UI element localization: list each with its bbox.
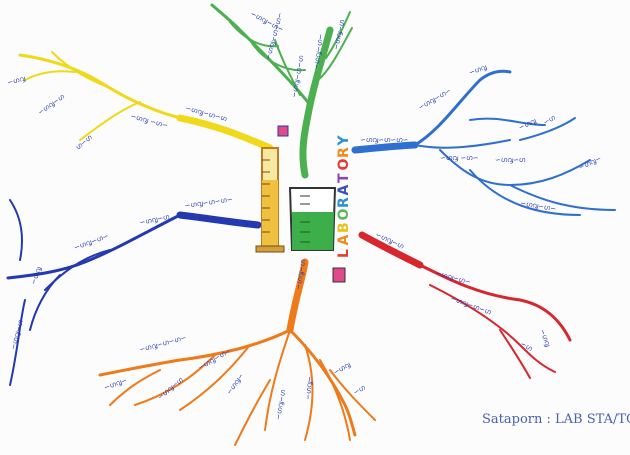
svg-text:∽ഗ൮: ∽ഗ൮ <box>538 328 552 348</box>
svg-text:∽ഗ൮: ∽ഗ൮ <box>6 74 26 86</box>
branch-orange-text: ∽ഗ൮∽ഗ ∽ഗ൮∽ഗ∽ഗ∽ ∽ഗ൮∽ഗ∽ ∽ഗ൮∽ഗ ∽ഗ൮∽ ∽ഗ൮∽ഗ ∽… <box>103 259 367 421</box>
svg-text:∽ഗ൮∽: ∽ഗ൮∽ <box>225 372 245 396</box>
svg-text:∽ഗ൮∽ഗ∽: ∽ഗ൮∽ഗ∽ <box>197 347 232 372</box>
center-title-letter: B <box>336 222 352 233</box>
svg-text:∽ഗ: ∽ഗ <box>352 383 367 396</box>
svg-text:∽ഗ: ∽ഗ <box>542 113 557 126</box>
center-title-letter: O <box>336 209 352 221</box>
svg-text:ഗ∽ഗ: ഗ∽ഗ <box>74 133 94 151</box>
svg-text:∽ഗ൮: ∽ഗ൮ <box>517 117 537 132</box>
author-signature: Sataporn : LAB STA/TG. <box>482 412 630 427</box>
svg-text:∽ഗ൮∽ഗ: ∽ഗ൮∽ഗ <box>9 319 25 351</box>
test-tube-icon <box>332 267 346 283</box>
graduated-cylinder <box>255 147 285 253</box>
svg-text:∽ഗ൮∽ഗ: ∽ഗ൮∽ഗ <box>37 92 67 116</box>
beaker <box>288 187 337 251</box>
svg-text:∽ഗ൮∽: ∽ഗ൮∽ <box>577 154 602 171</box>
branch-orange <box>98 258 376 446</box>
svg-text:∽ഗ൮∽ഗ∽ഗ∽: ∽ഗ൮∽ഗ∽ഗ∽ <box>184 195 233 210</box>
svg-text:∽ഗ൮∽ഗ: ∽ഗ൮∽ഗ <box>495 156 526 164</box>
svg-text:∽ഗ൮: ∽ഗ൮ <box>468 63 488 77</box>
branch-green <box>210 3 353 179</box>
svg-text:∽ഗ൮∽ഗ∽ഗ: ∽ഗ൮∽ഗ∽ഗ <box>290 54 305 98</box>
branch-red-text: ∽ഗ൮∽ഗ ∽ഗ൮∽ഗ∽ ∽ഗ൮∽ഗ∽ഗ ∽ഗ൮ ∽ഗ <box>374 231 552 354</box>
branch-navy <box>6 199 262 386</box>
branch-blue-text: ∽ഗ൮∽ഗ∽ഗ∽ ∽ഗ൮∽ഗ∽ ∽ഗ൮ ∽ഗ൮ ∽ഗ∽ ∽ഗ൮∽ഗ ∽ഗ൮ ∽ഗ… <box>360 63 603 213</box>
svg-text:∽ഗ൮∽ഗ∽ഗ∽: ∽ഗ൮∽ഗ∽ഗ∽ <box>138 334 187 354</box>
center-title-letter: A <box>336 185 352 196</box>
svg-text:∽ഗ൮∽ഗ: ∽ഗ൮∽ഗ <box>156 376 185 402</box>
branch-blue <box>351 69 616 216</box>
svg-text:∽ഗ൮∽ഗ∽ഗ∽: ∽ഗ൮∽ഗ∽ഗ∽ <box>360 136 409 144</box>
svg-text:∽ഗ൮: ∽ഗ൮ <box>29 266 43 286</box>
center-title-letter: T <box>336 173 352 183</box>
svg-text:∽ഗ൮∽: ∽ഗ൮∽ <box>103 376 128 392</box>
svg-text:∽ഗ൮∽: ∽ഗ൮∽ <box>304 376 314 401</box>
svg-text:∽ഗ൮∽ഗ∽: ∽ഗ൮∽ഗ∽ <box>434 269 471 286</box>
center-title-letter: Y <box>336 135 352 147</box>
svg-text:∽ഗ൮∽ഗ: ∽ഗ൮∽ഗ <box>332 19 346 51</box>
center-title-letter: O <box>336 159 352 171</box>
svg-text:∽ഗ൮: ∽ഗ൮ <box>332 361 352 377</box>
svg-text:∽ഗ൮∽ഗ∽: ∽ഗ൮∽ഗ∽ <box>417 87 452 112</box>
branch-yellow <box>18 51 274 152</box>
svg-text:∽ഗ൮ ∽ഗ∽: ∽ഗ൮ ∽ഗ∽ <box>129 112 168 130</box>
svg-text:∽ഗ൮∽ഗ: ∽ഗ൮∽ഗ <box>139 213 171 227</box>
center-title-letter: R <box>336 147 352 158</box>
svg-text:∽ഗ൮∽ഗ: ∽ഗ൮∽ഗ <box>274 389 287 421</box>
center-title-letter: A <box>336 235 352 246</box>
svg-text:∽ഗ൮ ∽ഗ∽: ∽ഗ൮ ∽ഗ∽ <box>440 154 479 162</box>
center-title-letter: L <box>336 249 352 258</box>
flask-small-icon <box>277 125 289 137</box>
branch-red <box>358 231 572 379</box>
svg-text:∽ഗ൮∽ഗ∽ഗ: ∽ഗ൮∽ഗ∽ഗ <box>449 294 492 316</box>
center-title-letter: R <box>336 197 352 208</box>
svg-text:∽ഗ൮∽ഗ∽: ∽ഗ൮∽ഗ∽ <box>73 232 110 252</box>
